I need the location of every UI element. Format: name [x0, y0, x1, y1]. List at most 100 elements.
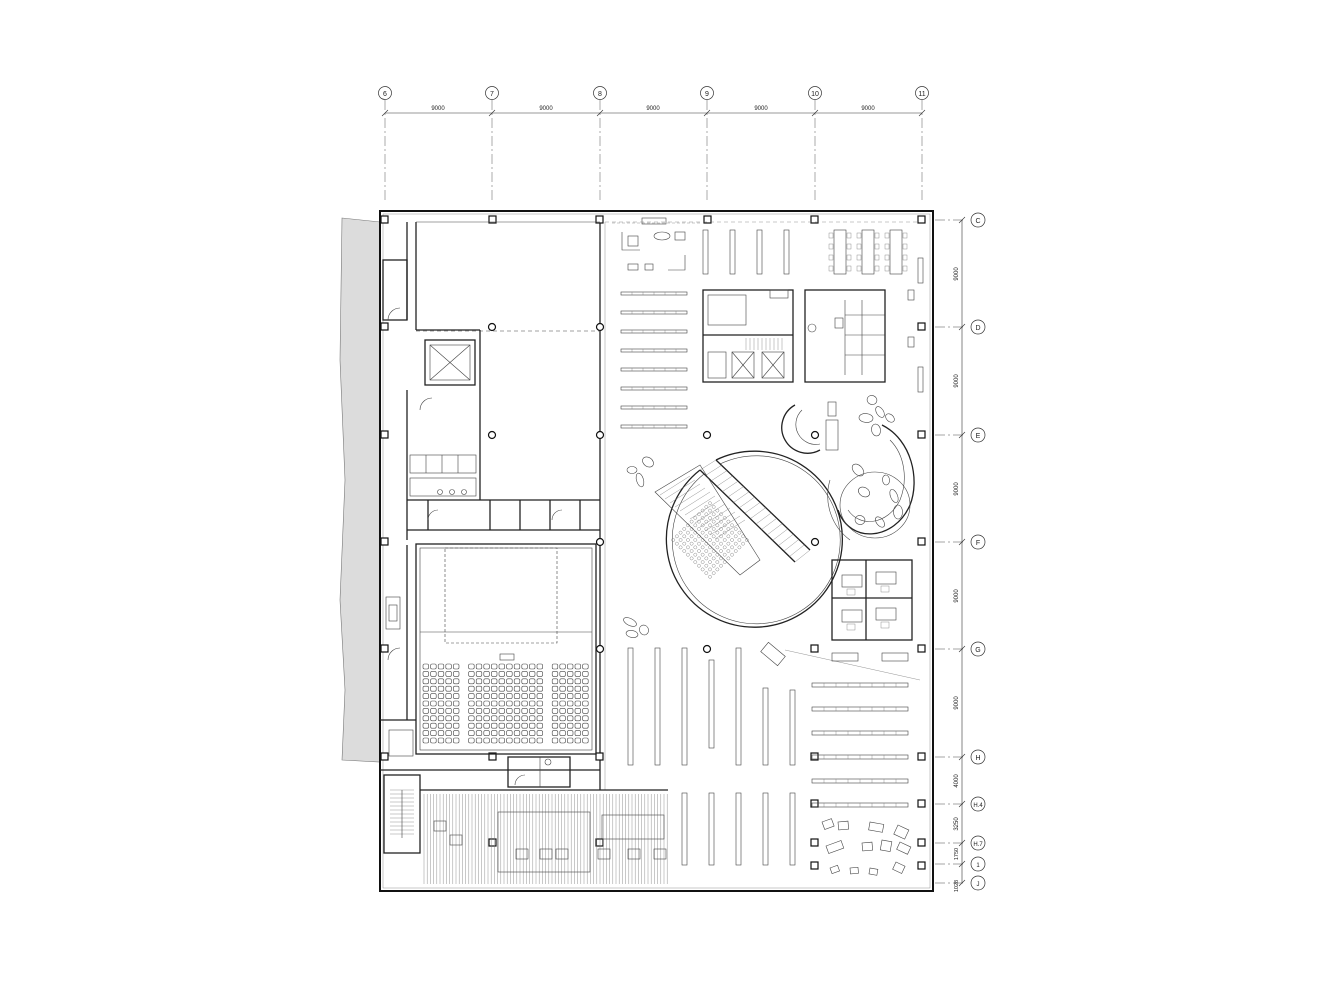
lounge-chair [861, 841, 873, 852]
axis-label-J: J [977, 882, 980, 888]
stair-tread [664, 479, 696, 500]
seat [689, 527, 694, 531]
seat [711, 563, 716, 568]
stair-tread [659, 475, 691, 496]
lounge-chair [879, 839, 893, 852]
seat [475, 700, 483, 707]
seat [574, 708, 581, 714]
lounge-chair [893, 824, 910, 840]
pouf [642, 456, 654, 468]
seat [506, 663, 513, 670]
pouf [875, 406, 885, 418]
seat [704, 534, 709, 539]
seat [529, 663, 536, 670]
seat [430, 722, 437, 729]
seat [475, 671, 483, 677]
seat [536, 693, 543, 699]
stair-tread [709, 515, 741, 536]
chair [884, 265, 890, 272]
seat [453, 685, 460, 692]
chair [902, 232, 908, 239]
shelf [783, 229, 790, 275]
table [889, 229, 903, 275]
stair-tread [679, 491, 711, 512]
chair [828, 243, 834, 250]
seat [711, 505, 716, 509]
seat [498, 708, 505, 714]
chair [902, 254, 908, 261]
pouf [871, 423, 881, 437]
seat [722, 538, 727, 542]
dimension-label: 9000 [954, 696, 960, 710]
stair-tread [674, 487, 706, 508]
axis-label-H7: H.7 [973, 842, 983, 848]
ramp-line [705, 465, 722, 476]
seat [551, 700, 559, 707]
shelf [762, 687, 769, 766]
table [597, 848, 611, 860]
seat [730, 523, 734, 528]
seat [529, 715, 536, 722]
seat [551, 678, 559, 685]
seat [430, 685, 437, 692]
seat [711, 571, 716, 575]
lounge-chair [849, 866, 859, 875]
seat [445, 737, 452, 744]
stair [745, 338, 783, 350]
seat [711, 556, 716, 561]
ramp-line [755, 512, 772, 525]
seat [574, 722, 581, 729]
dimension-label: 9000 [861, 106, 875, 112]
seat [689, 541, 694, 546]
seat [445, 663, 452, 670]
seat [711, 512, 716, 517]
seat [551, 671, 559, 677]
seat [567, 730, 574, 736]
pouf [866, 395, 878, 405]
shelf [735, 647, 742, 766]
seat [437, 730, 445, 736]
seat [468, 715, 475, 722]
lounge-chair [825, 840, 845, 854]
axis-label-H: H [975, 755, 980, 762]
dimension-label: 9000 [954, 267, 960, 281]
seat [437, 715, 445, 722]
seat [700, 523, 705, 528]
seat [513, 737, 521, 744]
lounge-chair [829, 864, 840, 875]
seat [491, 715, 498, 722]
seat [453, 708, 460, 714]
seat [704, 519, 709, 524]
seat [491, 685, 498, 692]
seat [513, 715, 521, 722]
seat [445, 685, 452, 692]
seat [506, 700, 513, 707]
seat [708, 516, 712, 520]
seat [675, 541, 679, 546]
seat [726, 541, 731, 546]
seat [437, 678, 445, 685]
seat [741, 541, 745, 546]
ramp-line [750, 507, 766, 519]
pouf [885, 413, 895, 423]
seat [704, 541, 709, 546]
seat [711, 541, 716, 546]
seat [708, 501, 712, 506]
seat [513, 730, 521, 736]
seat [726, 534, 731, 539]
seat [521, 693, 528, 699]
seat [700, 530, 705, 535]
seat [491, 693, 498, 699]
seat [559, 678, 566, 685]
seat [715, 523, 720, 528]
seat [506, 671, 513, 677]
seat [521, 722, 528, 729]
seat [697, 534, 701, 539]
seat [513, 693, 521, 699]
seat [567, 671, 574, 677]
seat [437, 700, 445, 707]
seat [445, 730, 452, 736]
ramp-line [783, 539, 800, 552]
seat [733, 534, 738, 539]
seat [475, 722, 483, 729]
